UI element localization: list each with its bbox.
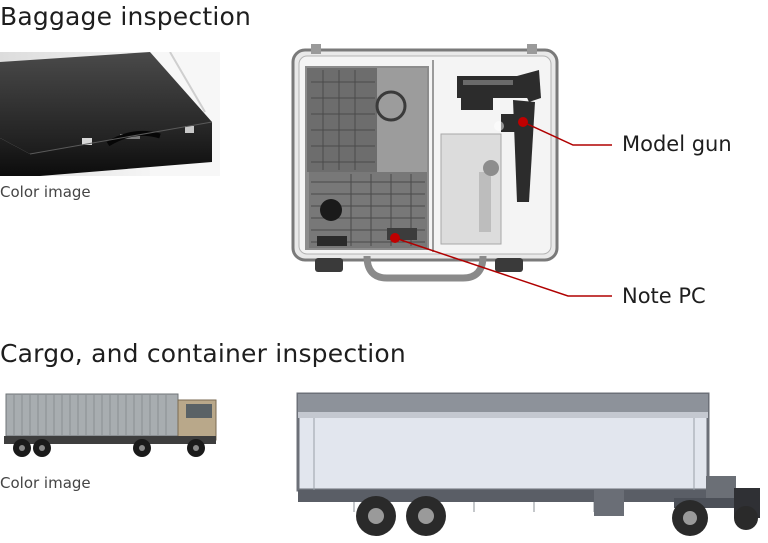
gun-callout-dot xyxy=(519,118,527,126)
gun-callout-line xyxy=(522,121,612,146)
pc-callout-line xyxy=(394,237,612,297)
trailer-xray-image xyxy=(294,390,762,541)
pc-callout-dot xyxy=(391,234,399,242)
briefcase-xray-image xyxy=(291,42,559,286)
cargo-color-caption: Color image xyxy=(0,474,91,492)
briefcase-color-photo xyxy=(0,52,220,176)
baggage-color-caption: Color image xyxy=(0,183,91,201)
cargo-section-title: Cargo, and container inspection xyxy=(0,339,406,368)
baggage-section-title: Baggage inspection xyxy=(0,2,252,31)
model-gun-label: Model gun xyxy=(622,132,732,156)
note-pc-label: Note PC xyxy=(622,284,706,308)
truck-color-photo xyxy=(0,388,218,460)
